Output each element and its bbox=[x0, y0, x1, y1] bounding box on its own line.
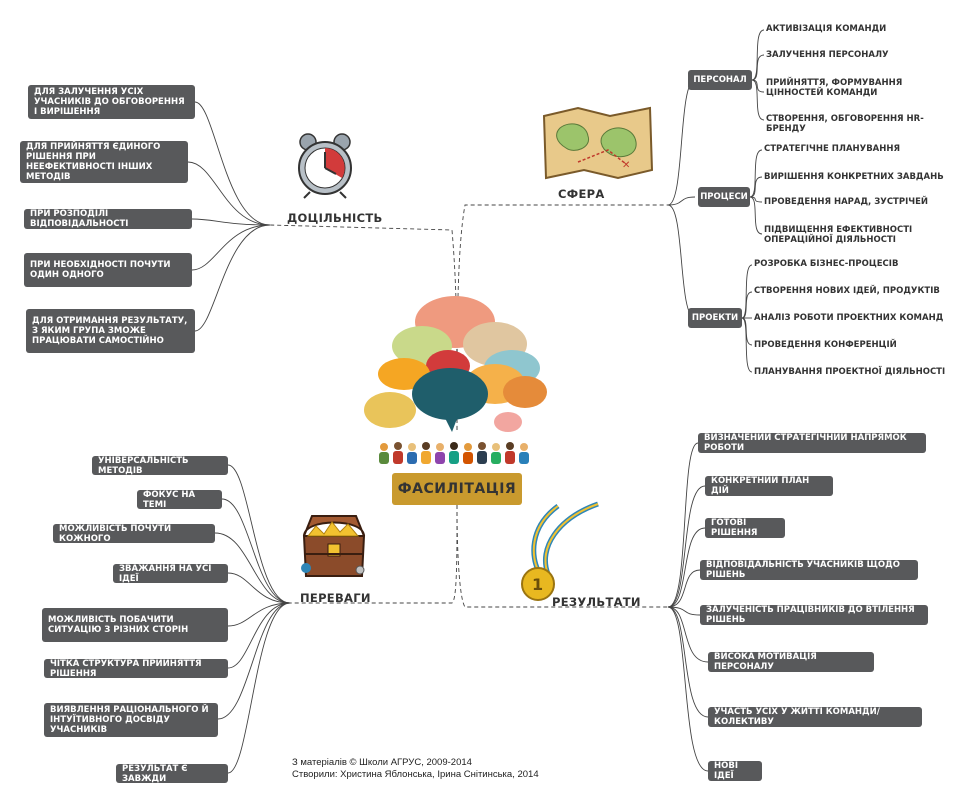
branch-title-sfera: СФЕРА bbox=[558, 187, 605, 201]
credits: З матеріалів © Школи АГРУС, 2009-2014 Ст… bbox=[292, 757, 539, 781]
proekty-item: АНАЛІЗ РОБОТИ ПРОЕКТНИХ КОМАНД bbox=[754, 313, 944, 323]
perevagy-item: ЧІТКА СТРУКТУРА ПРИЙНЯТТЯ РІШЕННЯ bbox=[44, 659, 228, 679]
rezultaty-item: ЗАЛУЧЕНІСТЬ ПРАЦІВНИКІВ ДО ВТІЛЕННЯ РІШЕ… bbox=[700, 605, 928, 625]
rezultaty-item: ГОТОВІ РІШЕННЯ bbox=[705, 518, 785, 538]
rezultaty-item: УЧАСТЬ УСІХ У ЖИТТІ КОМАНДИ/КОЛЕКТИВУ bbox=[708, 707, 922, 727]
personal-item: ЗАЛУЧЕННЯ ПЕРСОНАЛУ bbox=[766, 50, 889, 60]
perevagy-item: ЗВАЖАННЯ НА УСІ ІДЕЇ bbox=[113, 564, 228, 584]
branch-title-rezultaty: РЕЗУЛЬТАТИ bbox=[552, 595, 641, 609]
protsesy-item: ПРОВЕДЕННЯ НАРАД, ЗУСТРІЧЕЙ bbox=[764, 197, 929, 207]
sfera-personal-box: ПЕРСОНАЛ bbox=[688, 70, 752, 90]
protsesy-item: ПІДВИЩЕННЯ ЕФЕКТИВНОСТІ ОПЕРАЦІЙНОЇ ДІЯЛ… bbox=[764, 225, 913, 245]
rezultaty-item: ВИСОКА МОТИВАЦІЯ ПЕРСОНАЛУ bbox=[708, 652, 874, 672]
protsesy-item: СТРАТЕГІЧНЕ ПЛАНУВАННЯ bbox=[764, 144, 901, 154]
dotsilnist-item: ДЛЯ ПРИЙНЯТТЯ ЄДИНОГО РІШЕННЯ ПРИ НЕЕФЕК… bbox=[20, 141, 188, 183]
dotsilnist-item: ДЛЯ ЗАЛУЧЕННЯ УСІХ УЧАСНИКІВ ДО ОБГОВОРЕ… bbox=[28, 85, 195, 119]
rezultaty-item: НОВІ ІДЕЇ bbox=[708, 761, 762, 781]
proekty-item: РОЗРОБКА БІЗНЕС-ПРОЦЕСІВ bbox=[754, 259, 899, 269]
people-crowd-icon bbox=[379, 442, 529, 464]
treasure-map-icon: ✕ bbox=[542, 106, 654, 180]
sfera-proekty-box: ПРОЕКТИ bbox=[688, 308, 742, 328]
rezultaty-item: ВІДПОВІДАЛЬНІСТЬ УЧАСНИКІВ ЩОДО РІШЕНЬ bbox=[700, 560, 918, 580]
rezultaty-item: ВИЗНАЧЕНИЙ СТРАТЕГІЧНИЙ НАПРЯМОК РОБОТИ bbox=[698, 433, 926, 453]
svg-text:1: 1 bbox=[532, 575, 543, 594]
perevagy-item: УНІВЕРСАЛЬНІСТЬ МЕТОДІВ bbox=[92, 456, 228, 476]
personal-item: СТВОРЕННЯ, ОБГОВОРЕННЯ HR-БРЕНДУ bbox=[766, 114, 924, 134]
alarm-clock-icon bbox=[298, 133, 352, 199]
speech-clouds-icon bbox=[364, 296, 547, 432]
treasure-chest-icon bbox=[301, 515, 366, 577]
svg-text:✕: ✕ bbox=[622, 160, 630, 171]
perevagy-item: РЕЗУЛЬТАТ Є ЗАВЖДИ bbox=[116, 764, 228, 784]
sfera-protsesy-box: ПРОЦЕСИ bbox=[698, 187, 750, 207]
proekty-item: ПРОВЕДЕННЯ КОНФЕРЕНЦІЙ bbox=[754, 340, 897, 350]
perevagy-item: ФОКУС НА ТЕМІ bbox=[137, 490, 222, 510]
perevagy-item: ВИЯВЛЕННЯ РАЦІОНАЛЬНОГО Й ІНТУЇТИВНОГО Д… bbox=[44, 703, 218, 737]
dotsilnist-item: ПРИ НЕОБХІДНОСТІ ПОЧУТИ ОДИН ОДНОГО bbox=[24, 253, 192, 287]
center-topic: ФАСИЛІТАЦІЯ bbox=[392, 473, 522, 505]
dotsilnist-item: ДЛЯ ОТРИМАННЯ РЕЗУЛЬТАТУ, З ЯКИМ ГРУПА З… bbox=[26, 309, 195, 353]
credits-line-2: Створили: Христина Яблонська, Ірина Сніт… bbox=[292, 769, 539, 780]
proekty-item: СТВОРЕННЯ НОВИХ ІДЕЙ, ПРОДУКТІВ bbox=[754, 286, 940, 296]
medal-icon: 1 bbox=[521, 501, 599, 601]
perevagy-item: МОЖЛИВІСТЬ ПОБАЧИТИ СИТУАЦІЮ З РІЗНИХ СТ… bbox=[42, 608, 228, 642]
proekty-item: ПЛАНУВАННЯ ПРОЕКТНОЇ ДІЯЛЬНОСТІ bbox=[754, 367, 946, 377]
protsesy-item: ВИРІШЕННЯ КОНКРЕТНИХ ЗАВДАНЬ bbox=[764, 172, 944, 182]
personal-item: ПРИЙНЯТТЯ, ФОРМУВАННЯ ЦІННОСТЕЙ КОМАНДИ bbox=[766, 78, 903, 98]
credits-line-1: З матеріалів © Школи АГРУС, 2009-2014 bbox=[292, 757, 472, 768]
personal-item: АКТИВІЗАЦІЯ КОМАНДИ bbox=[766, 24, 887, 34]
dotsilnist-item: ПРИ РОЗПОДІЛІ ВІДПОВІДАЛЬНОСТІ bbox=[24, 209, 192, 229]
rezultaty-item: КОНКРЕТНИЙ ПЛАН ДІЙ bbox=[705, 476, 833, 496]
perevagy-item: МОЖЛИВІСТЬ ПОЧУТИ КОЖНОГО bbox=[53, 524, 215, 544]
branch-title-perevagy: ПЕРЕВАГИ bbox=[300, 591, 371, 605]
branch-title-dotsilnist: ДОЦІЛЬНІСТЬ bbox=[287, 211, 383, 225]
